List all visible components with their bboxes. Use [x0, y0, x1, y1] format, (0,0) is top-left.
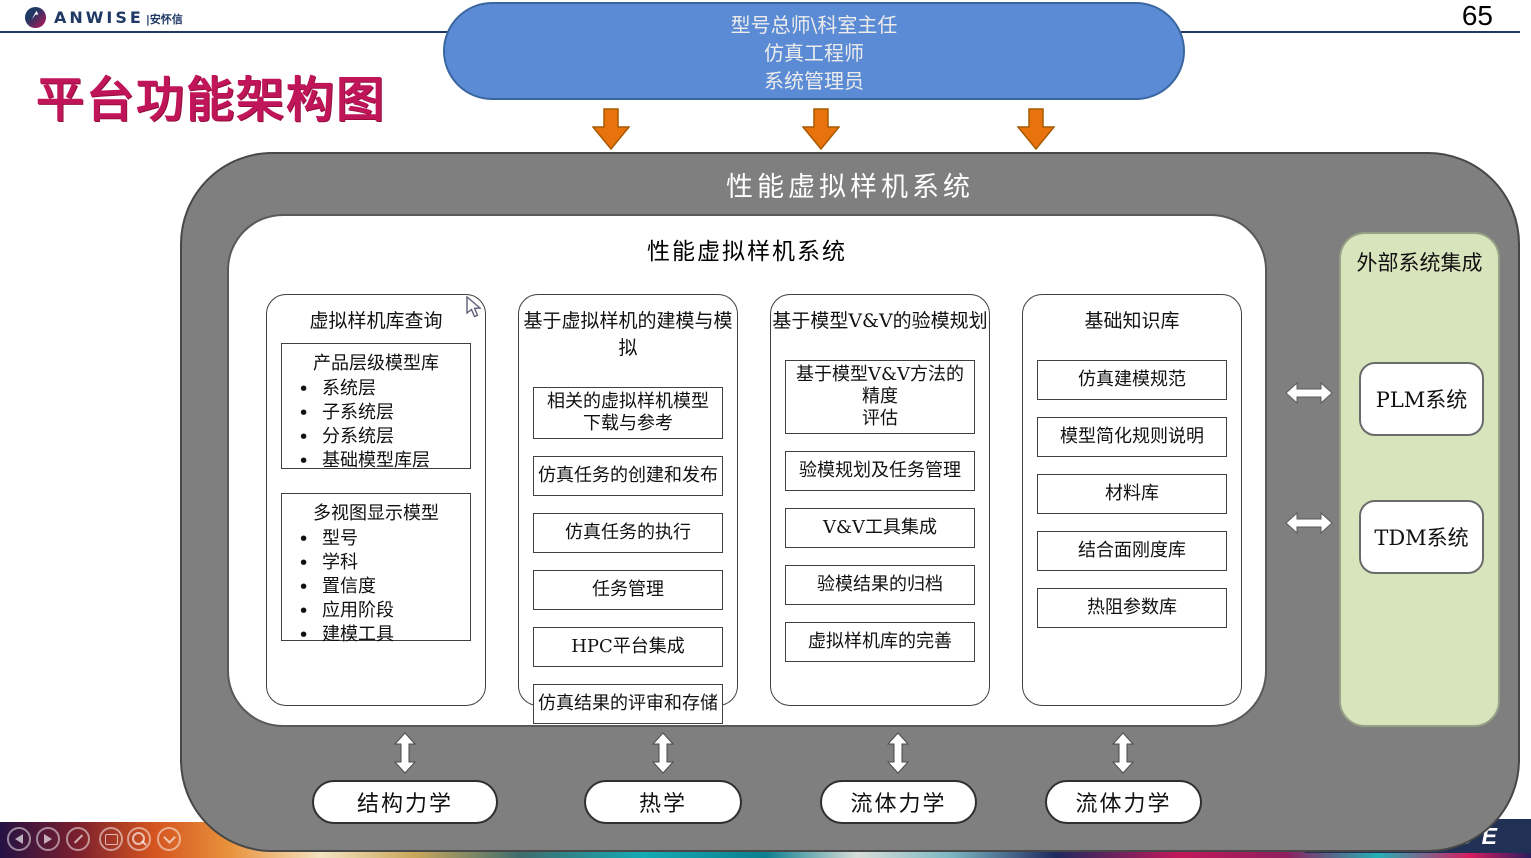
actors-box: 型号总师\科室主任 仿真工程师 系统管理员: [443, 2, 1185, 100]
logo: ANWISE|安怀信: [24, 6, 183, 29]
bullet-list: 型号 学科 置信度 应用阶段 建模工具: [282, 527, 470, 647]
tdm-system-box: TDM系统: [1359, 500, 1484, 574]
inner-system-title: 性能虚拟样机系统: [647, 239, 847, 265]
left-right-arrow-icon: [1285, 511, 1333, 535]
column-header: 虚拟样机库查询: [309, 310, 443, 332]
strip-play-icon[interactable]: [36, 827, 60, 851]
function-box: 结合面刚度库: [1037, 531, 1227, 571]
strip-more-icon[interactable]: [157, 827, 181, 851]
column-virtual-prototype-query: 虚拟样机库查询 产品层级模型库 系统层 子系统层 分系统层 基础模型库层 多视图…: [266, 294, 486, 706]
discipline-box: 流体力学: [820, 780, 977, 824]
actor-line: 型号总师\科室主任: [730, 13, 898, 37]
anwise-logo-icon: [24, 6, 47, 29]
bullet-item: 置信度: [298, 575, 470, 599]
function-box: 热阻参数库: [1037, 588, 1227, 628]
function-box: 仿真任务的执行: [533, 512, 723, 553]
plm-system-box: PLM系统: [1359, 362, 1484, 436]
column-vv-planning: 基于模型V&V的验模规划 基于模型V&V方法的精度 评估 验模规划及任务管理 V…: [770, 294, 990, 706]
down-arrow-icon: [592, 108, 630, 150]
function-box: 验模规划及任务管理: [785, 450, 975, 491]
outer-system-container: 性能虚拟样机系统 性能虚拟样机系统 虚拟样机库查询 产品层级模型库 系统层 子系…: [180, 152, 1520, 852]
brand-name: ANWISE: [54, 8, 144, 27]
function-box: HPC平台集成: [533, 626, 723, 667]
function-box: 相关的虚拟样机模型 下载与参考: [533, 387, 723, 439]
actor-line: 系统管理员: [764, 69, 864, 93]
multiview-model-group: 多视图显示模型 型号 学科 置信度 应用阶段 建模工具: [281, 493, 471, 647]
bullet-item: 子系统层: [298, 401, 470, 425]
discipline-box: 流体力学: [1045, 780, 1202, 824]
function-box: 材料库: [1037, 474, 1227, 514]
function-box: 仿真结果的评审和存储: [533, 683, 723, 724]
column-modeling-simulation: 基于虚拟样机的建模与模拟 相关的虚拟样机模型 下载与参考 仿真任务的创建和发布 …: [518, 294, 738, 724]
product-model-library-group: 产品层级模型库 系统层 子系统层 分系统层 基础模型库层: [281, 343, 471, 473]
bullet-item: 基础模型库层: [298, 449, 470, 473]
page-title: 平台功能架构图: [36, 72, 387, 128]
bullet-list: 系统层 子系统层 分系统层 基础模型库层: [282, 377, 470, 473]
column-header: 基于虚拟样机的建模与模拟: [523, 310, 733, 359]
bullet-item: 系统层: [298, 377, 470, 401]
group-title: 多视图显示模型: [313, 503, 439, 524]
function-box: V&V工具集成: [785, 507, 975, 548]
strip-zoom-icon[interactable]: [127, 827, 151, 851]
discipline-box: 结构力学: [312, 780, 498, 824]
function-box: 验模结果的归档: [785, 564, 975, 605]
up-down-arrow-icon: [1111, 732, 1135, 774]
function-box: 任务管理: [533, 569, 723, 610]
bullet-item: 分系统层: [298, 425, 470, 449]
inner-system-container: 性能虚拟样机系统 虚拟样机库查询 产品层级模型库 系统层 子系统层 分系统层 基…: [227, 214, 1267, 727]
function-box: 仿真任务的创建和发布: [533, 455, 723, 496]
outer-system-title: 性能虚拟样机系统: [726, 172, 974, 203]
column-items: 基于模型V&V方法的精度 评估 验模规划及任务管理 V&V工具集成 验模结果的归…: [771, 360, 989, 662]
bullet-item: 型号: [298, 527, 470, 551]
group-title: 产品层级模型库: [313, 353, 439, 374]
function-box: 仿真建模规范: [1037, 360, 1227, 400]
up-down-arrow-icon: [393, 732, 417, 774]
function-box: 模型简化规则说明: [1037, 417, 1227, 457]
column-header: 基于模型V&V的验模规划: [772, 310, 988, 332]
strip-previous-icon[interactable]: [7, 827, 31, 851]
column-knowledge-base: 基础知识库 仿真建模规范 模型简化规则说明 材料库 结合面刚度库 热阻参数库: [1022, 294, 1242, 706]
left-right-arrow-icon: [1285, 381, 1333, 405]
strip-photo-icon[interactable]: [99, 827, 123, 851]
bullet-item: 建模工具: [298, 623, 470, 647]
bullet-item: 应用阶段: [298, 599, 470, 623]
function-box: 基于模型V&V方法的精度 评估: [785, 360, 975, 434]
up-down-arrow-icon: [886, 732, 910, 774]
mouse-cursor-icon: [466, 296, 482, 318]
down-arrow-icon: [802, 108, 840, 150]
down-arrow-icon: [1017, 108, 1055, 150]
discipline-box: 热学: [584, 780, 742, 824]
column-items: 相关的虚拟样机模型 下载与参考 仿真任务的创建和发布 仿真任务的执行 任务管理 …: [519, 387, 737, 724]
up-down-arrow-icon: [651, 732, 675, 774]
page-number: 65: [1461, 0, 1493, 31]
function-box: 虚拟样机库的完善: [785, 621, 975, 662]
column-items: 仿真建模规范 模型简化规则说明 材料库 结合面刚度库 热阻参数库: [1023, 360, 1241, 628]
actor-line: 仿真工程师: [764, 41, 864, 65]
strip-edit-icon[interactable]: [66, 827, 90, 851]
bullet-item: 学科: [298, 551, 470, 575]
column-header: 基础知识库: [1084, 310, 1180, 332]
external-systems-panel: 外部系统集成 PLM系统 TDM系统: [1339, 232, 1500, 727]
external-systems-title: 外部系统集成: [1356, 251, 1483, 275]
brand-name-cn: |安怀信: [145, 13, 183, 26]
